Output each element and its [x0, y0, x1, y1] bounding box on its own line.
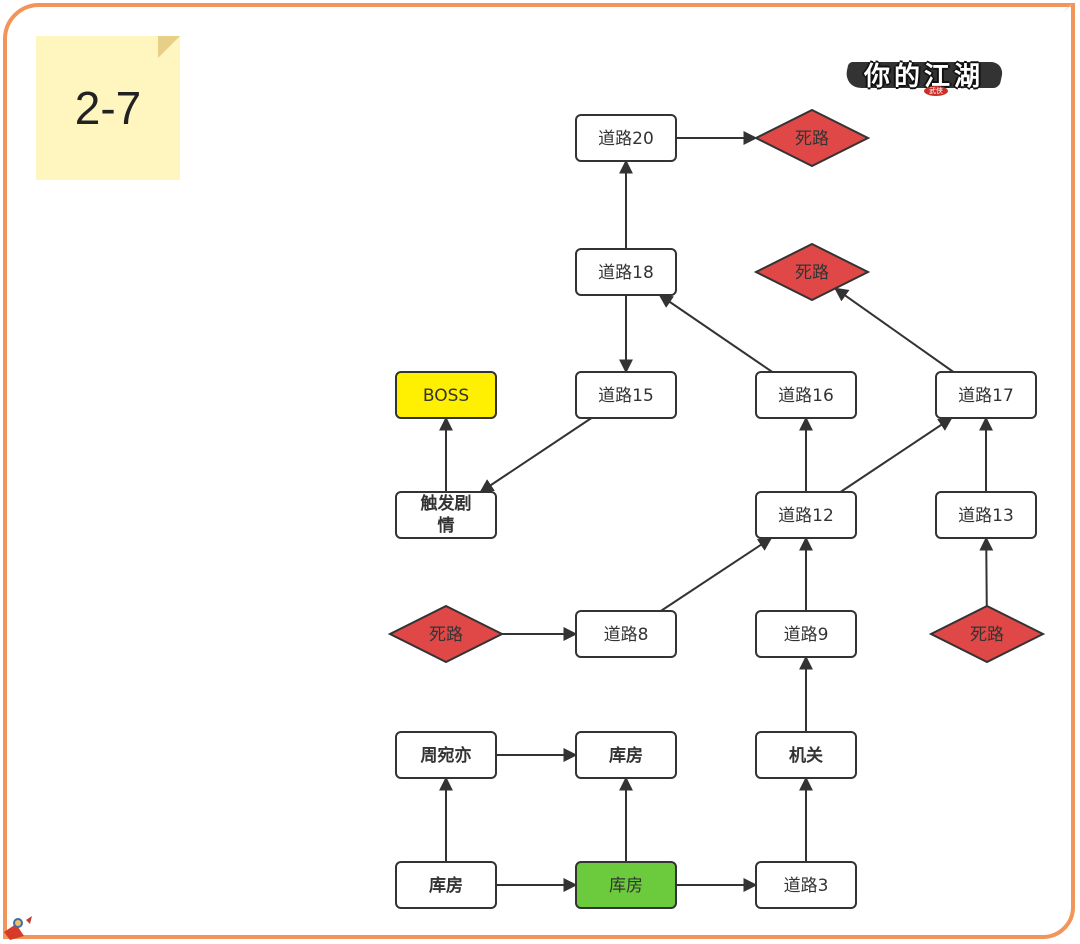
node-label: 库房: [429, 875, 463, 896]
node-box: [575, 371, 677, 419]
node-label: 道路8: [604, 625, 649, 645]
game-logo: 你的江湖 武侠: [843, 54, 1005, 98]
node-road17: 道路17: [935, 371, 1037, 419]
node-label: 死路: [795, 129, 829, 149]
node-road20: 道路20: [575, 114, 677, 162]
node-road12: 道路12: [755, 491, 857, 539]
node-label: 情: [438, 515, 455, 536]
node-store_left: 库房: [395, 861, 497, 909]
node-box: [575, 861, 677, 909]
node-trap: 机关: [755, 731, 857, 779]
node-label: 道路3: [784, 876, 829, 896]
node-box: [575, 731, 677, 779]
node-box: [575, 610, 677, 658]
node-zhou: 周宛亦: [395, 731, 497, 779]
node-box: [395, 731, 497, 779]
node-box: [395, 491, 497, 539]
level-sticky-note: 2-7: [36, 36, 180, 180]
node-label: 库房: [609, 745, 643, 766]
note-fold-corner: [158, 36, 180, 58]
node-road13: 道路13: [935, 491, 1037, 539]
node-box: [395, 371, 497, 419]
mascot-icon: [4, 916, 32, 940]
node-box: [755, 491, 857, 539]
node-label: 机关: [789, 745, 823, 766]
node-label: 库房: [609, 876, 643, 896]
edge-road8-to-road12: [660, 537, 773, 612]
dead-end-diamond: [753, 108, 871, 168]
dead-end-diamond: [928, 604, 1046, 664]
level-label: 2-7: [74, 82, 142, 134]
node-label: 道路15: [598, 386, 654, 406]
node-dead1: 死路: [753, 108, 871, 168]
node-road18: 道路18: [575, 248, 677, 296]
node-label: 死路: [795, 263, 829, 283]
node-box: [395, 861, 497, 909]
edge-road15-to-plot: [479, 417, 593, 493]
node-box: [755, 731, 857, 779]
edge-dead4-to-road13: [979, 536, 994, 607]
node-label: 道路20: [598, 129, 654, 149]
logo-seal: 武侠: [924, 86, 948, 96]
node-label: 死路: [429, 625, 463, 645]
node-label: 周宛亦: [421, 745, 472, 766]
dead-end-diamond: [387, 604, 505, 664]
dead-end-diamond: [753, 242, 871, 302]
node-road15: 道路15: [575, 371, 677, 419]
node-label: 死路: [970, 625, 1004, 645]
node-label: 触发剧: [420, 493, 472, 514]
node-dead2: 死路: [753, 242, 871, 302]
node-label: BOSS: [423, 386, 469, 406]
node-store_start: 库房: [575, 861, 677, 909]
node-box: [755, 371, 857, 419]
node-box: [575, 114, 677, 162]
node-store_top: 库房: [575, 731, 677, 779]
logo-title: 你的江湖: [863, 62, 984, 92]
node-label: 道路9: [784, 625, 829, 645]
node-box: [935, 491, 1037, 539]
node-road8: 道路8: [575, 610, 677, 658]
node-label: 道路13: [958, 506, 1014, 526]
edge-road16-to-road18: [658, 294, 773, 373]
edge-road12-to-road17: [839, 417, 953, 493]
node-dead4: 死路: [928, 604, 1046, 664]
node-box: [755, 861, 857, 909]
node-box: [935, 371, 1037, 419]
node-boss: BOSS: [395, 371, 497, 419]
node-box: [755, 610, 857, 658]
node-label: 道路18: [598, 263, 654, 283]
node-label: 道路16: [778, 386, 834, 406]
node-label: 道路17: [958, 386, 1014, 406]
node-road9: 道路9: [755, 610, 857, 658]
node-road3: 道路3: [755, 861, 857, 909]
node-box: [575, 248, 677, 296]
page-curl-icon: [1062, 3, 1074, 13]
node-road16: 道路16: [755, 371, 857, 419]
page-frame: [3, 3, 1075, 939]
node-label: 道路12: [778, 506, 834, 526]
edge-road17-to-dead2: [834, 287, 955, 373]
node-dead3: 死路: [387, 604, 505, 664]
